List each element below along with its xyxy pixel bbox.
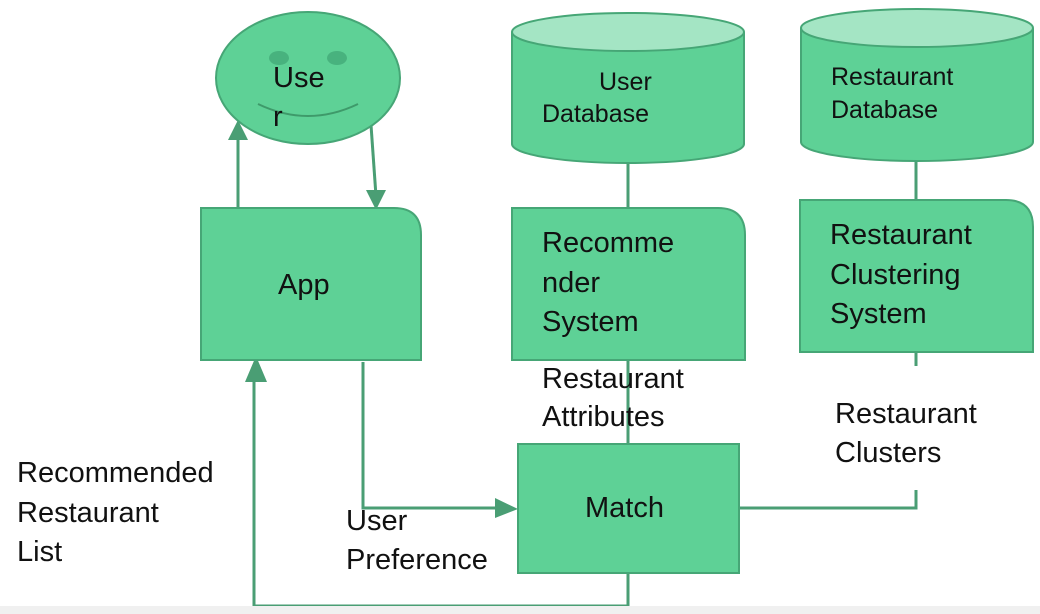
app-node: [200, 207, 422, 361]
clustering-label-line1: Restaurant: [830, 219, 972, 251]
restaurant-database-node: [800, 8, 1034, 162]
recommender-system-node: [511, 207, 746, 361]
user-label-line1: Use: [273, 62, 325, 94]
match-node: [517, 443, 740, 574]
bottom-border-strip: [0, 606, 1040, 614]
app-label: App: [278, 269, 330, 301]
user-database-node: [511, 12, 745, 164]
arrowhead-down-icon: [366, 190, 386, 210]
restaurant-attributes-label-line2: Attributes: [542, 401, 665, 433]
left-eye-icon: [269, 51, 289, 65]
recommended-list-label-line2: Restaurant: [17, 497, 159, 529]
restaurant-database-label-line1: Restaurant: [831, 63, 954, 91]
arrowhead-right-icon: [495, 498, 518, 518]
smile-icon: [257, 103, 359, 117]
recommender-label-line1: Recomme: [542, 227, 675, 259]
right-eye-icon: [327, 51, 347, 65]
match-label: Match: [585, 492, 664, 524]
restaurant-clusters-label-line2: Clusters: [835, 437, 942, 469]
user-preference-label-line1: User: [346, 505, 408, 537]
recommender-label-line2: nder: [542, 267, 601, 299]
restaurant-attributes-label-line1: Restaurant: [542, 363, 684, 395]
user-label-line2: r: [273, 101, 283, 133]
clustering-label-line3: System: [830, 298, 927, 330]
recommended-list-label-line3: List: [17, 536, 63, 568]
user-database-label-line2: Database: [542, 100, 650, 128]
arrowhead-up-icon: [228, 120, 248, 140]
arrowhead-up-icon: [245, 356, 267, 382]
user-database-label-line1: User: [599, 68, 652, 96]
recommender-label-line3: System: [542, 306, 639, 338]
match-to-clustering-edge: [740, 490, 918, 510]
user-preference-label-line2: Preference: [346, 544, 488, 576]
restaurant-clustering-system-node: [799, 199, 1034, 353]
recommended-list-label-line1: Recommended: [17, 457, 214, 489]
restaurant-database-label-line2: Database: [831, 96, 939, 124]
restaurant-clusters-label-line1: Restaurant: [835, 398, 977, 430]
user-node: [215, 11, 401, 145]
app-to-match-edge: [361, 362, 500, 510]
user-to-app-edge: [369, 124, 378, 197]
clustering-label-line2: Clustering: [830, 259, 961, 291]
